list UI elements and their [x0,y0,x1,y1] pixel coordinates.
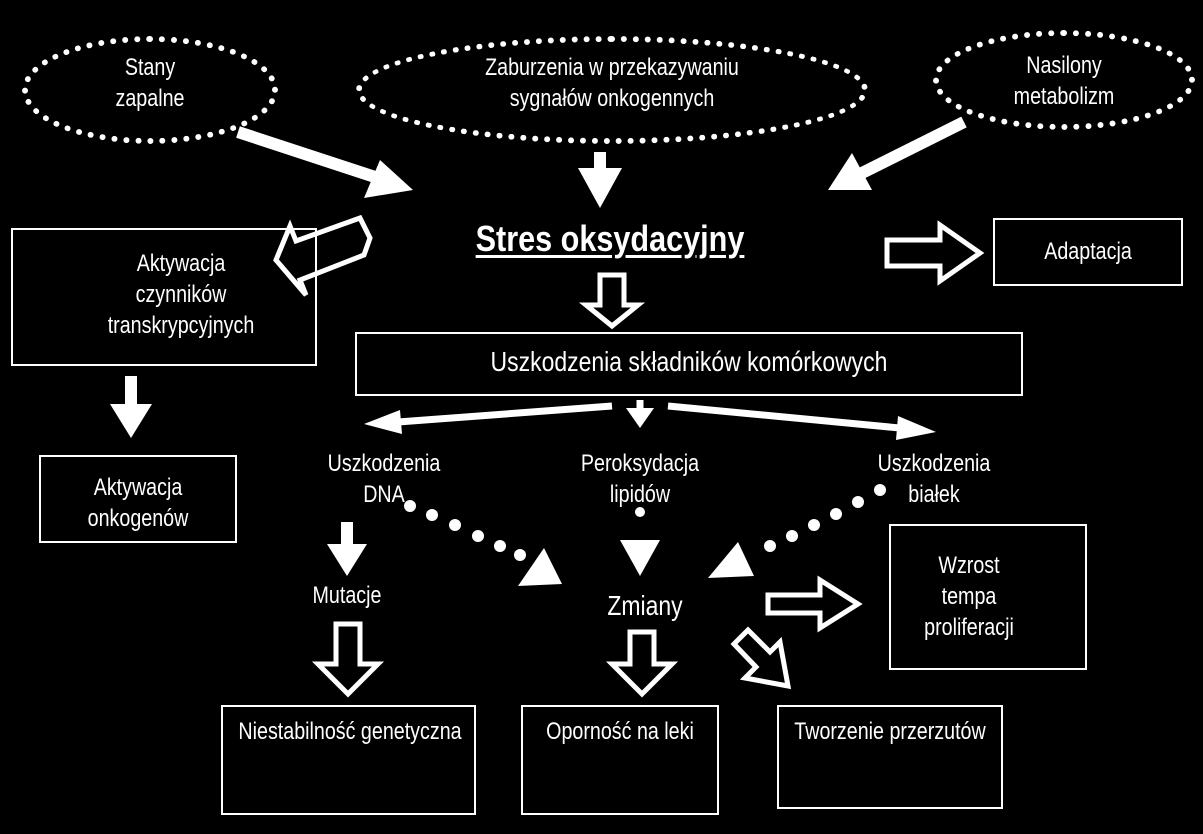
arrow-damage-to-lipids [626,400,654,428]
cause-signaling-label: Zaburzenia w przekazywaniu sygnałów onko… [485,54,739,112]
proliferation-box [889,524,1087,670]
transcription-box [11,228,317,366]
mutations-label: Mutacje [312,582,382,609]
adaptation-label: Adaptacja [1044,238,1132,265]
central-oxidative-stress: Stres oksydacyjny [475,218,745,259]
arrow-lipids-to-changes [620,507,660,576]
hollow-arrow-changes-to-metastasis [730,626,792,690]
arrow-signaling-to-stress [578,152,622,208]
proliferation-label: Wzrost tempa proliferacji [924,552,1014,641]
changes-label: Zmiany [607,590,683,621]
transcription-label: Aktywacja czynników transkrypcyjnych [107,250,255,339]
oncogenes-box [39,455,237,543]
cause-inflammation-ellipse [22,36,278,144]
metastasis-box [777,705,1003,809]
arrow-inflammation-to-stress [236,126,413,198]
hollow-arrow-stress-to-transcription [273,214,373,297]
dotted-arrow-proteins-to-changes [708,484,886,578]
arrow-damage-to-dna [364,402,613,434]
protein-damage-label: Uszkodzenia białek [877,450,991,508]
resistance-label: Oporność na leki [546,718,694,745]
hollow-arrow-mutations-to-instability [311,621,385,698]
damage-label: Uszkodzenia składników komórkowych [490,346,888,377]
arrow-metabolism-to-stress [828,116,967,190]
hollow-arrow-changes-to-proliferation [765,575,863,633]
arrow-dna-to-mutations [327,522,367,576]
damage-box [355,332,1023,396]
cause-metabolism-label: Nasilony metabolizm [1013,52,1115,110]
cause-metabolism-ellipse [933,30,1195,130]
adaptation-box [993,218,1183,286]
lipid-peroxidation-label: Peroksydacja lipidów [580,450,700,508]
dna-damage-label: Uszkodzenia DNA [327,450,441,508]
resistance-box [521,705,719,815]
instability-label: Niestabilność genetyczna [238,718,462,745]
cause-inflammation-label: Stany zapalne [115,54,185,112]
cause-signaling-ellipse [356,36,868,144]
arrow-damage-to-proteins [667,402,936,440]
hollow-arrow-stress-to-adaptation [884,220,985,286]
oncogenes-label: Aktywacja onkogenów [87,474,189,532]
instability-box [221,705,476,815]
metastasis-label: Tworzenie przerzutów [794,718,986,745]
hollow-arrow-changes-to-resistance [605,629,679,698]
arrow-transcription-to-oncogenes [110,376,152,438]
dotted-arrow-dna-to-changes [404,500,562,586]
hollow-arrow-stress-to-damage [578,272,646,330]
